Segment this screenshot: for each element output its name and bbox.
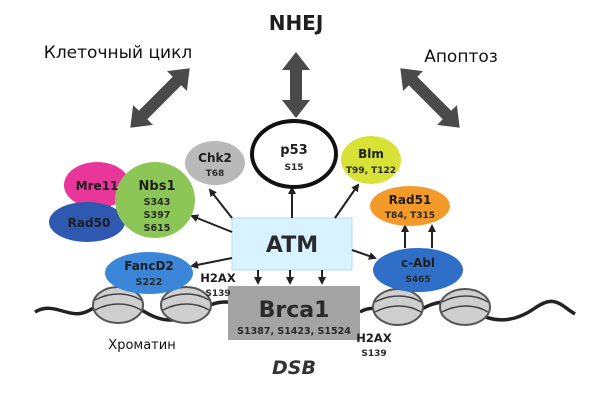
p53-label: p53 xyxy=(280,143,307,158)
brca1-box xyxy=(228,286,360,340)
chk2-label: Chk2 xyxy=(198,151,232,165)
rad50-label: Rad50 xyxy=(68,216,111,230)
cabl-label: c-Abl xyxy=(401,256,435,270)
nbs1-site: S615 xyxy=(144,223,171,234)
atm-arrows xyxy=(190,183,436,285)
h2ax-right-site: S139 xyxy=(361,349,386,359)
nucleosome-wrap xyxy=(162,293,210,311)
arrow-cell-cycle xyxy=(130,68,190,128)
blm-site: T99, T122 xyxy=(346,166,396,176)
blm-oval xyxy=(341,136,401,184)
h2ax-left-site: S139 xyxy=(205,289,230,299)
fancd2-site: S222 xyxy=(136,277,163,288)
cabl-site: S465 xyxy=(405,275,430,285)
atm-box xyxy=(231,217,353,271)
p53-site: S15 xyxy=(284,163,303,173)
nucleosome-wrap xyxy=(441,295,489,313)
h2ax-left-label: H2AX xyxy=(200,271,236,285)
blm-label: Blm xyxy=(358,147,384,161)
nucleosome xyxy=(439,288,491,326)
atm-label: ATM xyxy=(266,233,318,258)
nucleosome xyxy=(372,288,424,326)
fancd2-oval xyxy=(105,252,193,294)
brca1-label: Brca1 xyxy=(259,298,330,323)
nbs1-oval xyxy=(115,162,195,238)
mre11-oval xyxy=(64,162,130,208)
rad50-oval xyxy=(49,202,125,242)
rad51-label: Rad51 xyxy=(389,193,432,207)
cell-cycle-label: Клеточный цикл xyxy=(44,43,192,63)
h2ax-right-label: H2AX xyxy=(356,331,392,345)
fancd2-label: FancD2 xyxy=(124,259,174,273)
dsb-label: DSB xyxy=(272,357,316,379)
rad51-site: T84, T315 xyxy=(385,211,435,221)
nhej-label: NHEJ xyxy=(269,11,324,35)
arrow-nhej xyxy=(282,52,310,118)
nucleosome xyxy=(160,286,212,324)
nucleosome-wrap xyxy=(94,293,142,311)
chromatin-label: Хроматин xyxy=(108,338,175,353)
chk2-oval xyxy=(185,141,245,185)
nbs1-label: Nbs1 xyxy=(139,179,176,194)
apoptosis-label: Апоптоз xyxy=(424,47,498,67)
cabl-oval xyxy=(373,248,463,292)
arrow-apoptosis xyxy=(400,68,460,128)
nbs1-site: S397 xyxy=(144,210,171,221)
nucleosome-wrap xyxy=(374,295,422,313)
nbs1-site: S343 xyxy=(144,197,171,208)
brca1-sites: S1387, S1423, S1524 xyxy=(237,326,351,337)
p53-oval xyxy=(250,119,338,189)
mre11-label: Mre11 xyxy=(76,179,119,193)
rad51-oval xyxy=(370,186,450,226)
chk2-site: T68 xyxy=(206,169,225,179)
